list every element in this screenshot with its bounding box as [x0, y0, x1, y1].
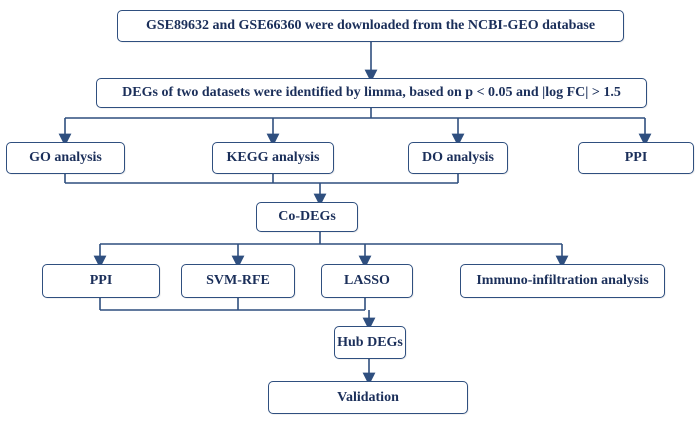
node-svm-rfe-label: SVM-RFE	[206, 273, 270, 288]
node-hub-label: Hub DEGs	[337, 334, 403, 350]
node-svm-rfe: SVM-RFE	[181, 264, 295, 298]
node-immuno-label: Immuno-infiltration analysis	[476, 273, 649, 288]
node-validation: Validation	[268, 381, 468, 414]
node-ppi-label: PPI	[89, 273, 113, 288]
node-go-label: GO analysis	[29, 150, 102, 165]
node-co-degs: Co-DEGs	[256, 202, 358, 232]
node-ppi-top: PPI	[578, 142, 694, 174]
node-download-label: GSE89632 and GSE66360 were downloaded fr…	[145, 18, 596, 33]
node-co-degs-label: Co-DEGs	[278, 209, 336, 224]
node-validation-label: Validation	[337, 389, 399, 405]
node-immuno-infiltration: Immuno-infiltration analysis	[460, 264, 665, 298]
node-do-analysis: DO analysis	[408, 142, 508, 174]
node-download: GSE89632 and GSE66360 were downloaded fr…	[117, 10, 624, 42]
node-degs-label: DEGs of two datasets were identified by …	[122, 85, 621, 100]
node-kegg-analysis: KEGG analysis	[212, 142, 334, 174]
node-lasso: LASSO	[321, 264, 413, 298]
node-kegg-label: KEGG analysis	[226, 150, 320, 165]
node-do-label: DO analysis	[422, 150, 494, 165]
node-go-analysis: GO analysis	[6, 142, 125, 174]
node-lasso-label: LASSO	[344, 273, 390, 288]
node-ppi: PPI	[42, 264, 160, 298]
node-degs: DEGs of two datasets were identified by …	[96, 78, 647, 108]
node-ppi-top-label: PPI	[624, 150, 648, 165]
node-hub-degs: Hub DEGs	[334, 326, 406, 359]
